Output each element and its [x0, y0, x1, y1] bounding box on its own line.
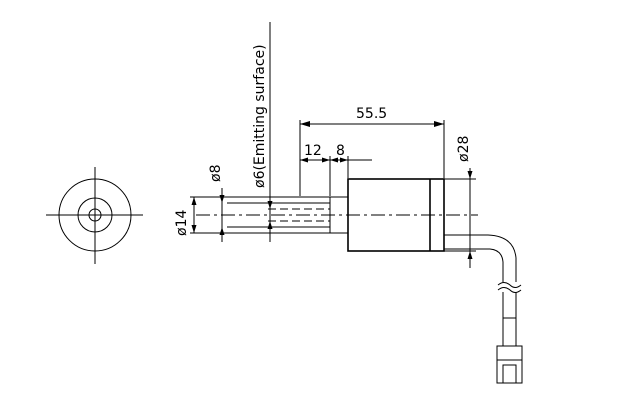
dim-emitting-diameter: ø6(Emitting surface) — [252, 22, 273, 242]
dim-overall-length-label: 55.5 — [356, 106, 387, 122]
dim-step-b-label: 8 — [336, 143, 345, 159]
dim-tube-diameter-label: ø8 — [208, 165, 224, 182]
end-view — [46, 167, 143, 264]
side-view — [196, 178, 523, 384]
dim-body-diameter: ø28 — [444, 136, 476, 268]
dim-step-diameter-label: ø14 — [174, 210, 190, 236]
dim-steps: 12 8 — [300, 143, 372, 196]
main-body — [347, 178, 445, 252]
dim-overall-length: 55.5 — [299, 106, 445, 196]
dim-emitting-diameter-label: ø6(Emitting surface) — [252, 44, 268, 188]
connector — [496, 317, 523, 384]
front-tube — [227, 202, 330, 228]
dim-body-diameter-label: ø28 — [456, 136, 472, 162]
dim-tube-diameter: ø8 — [208, 165, 225, 242]
dim-step-a-label: 12 — [304, 143, 322, 159]
cable — [444, 234, 522, 318]
dim-step-diameter: ø14 — [174, 196, 330, 236]
